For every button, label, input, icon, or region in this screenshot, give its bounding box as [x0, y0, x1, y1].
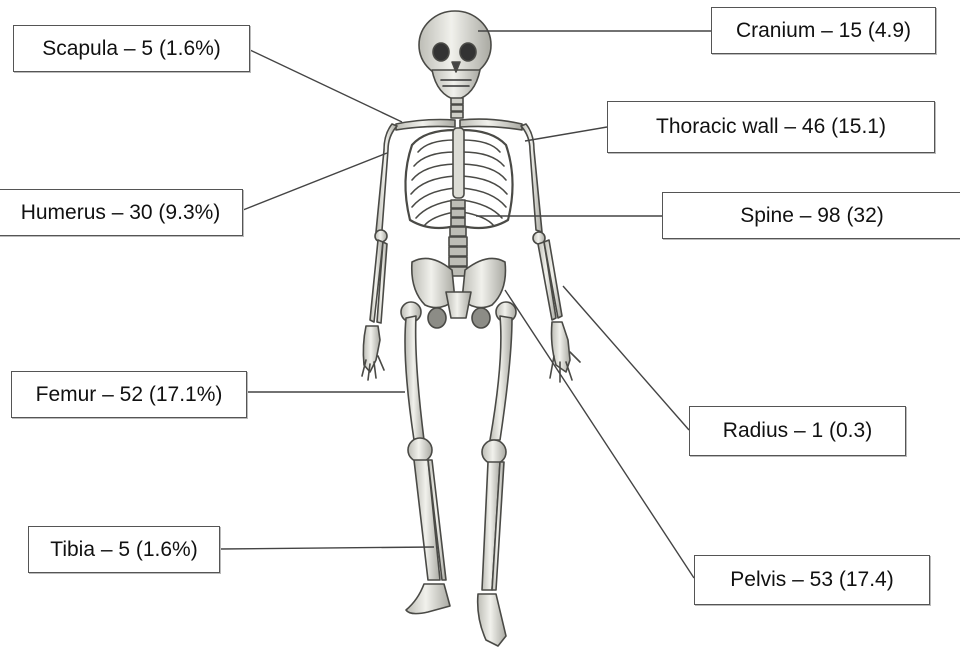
label-pelvis: Pelvis – 53 (17.4): [694, 555, 930, 605]
label-spine: Spine – 98 (32): [662, 192, 960, 239]
label-tibia: Tibia – 5 (1.6%): [28, 526, 220, 573]
leader-thoracic-wall: [525, 127, 607, 141]
label-femur: Femur – 52 (17.1%): [11, 371, 247, 418]
leader-humerus: [243, 153, 387, 210]
clavicle-right: [460, 119, 522, 130]
right-arm: [521, 124, 580, 382]
spine-column: [449, 200, 467, 276]
label-cranium: Cranium – 15 (4.9): [711, 7, 936, 54]
label-scapula: Scapula – 5 (1.6%): [13, 25, 250, 72]
leader-pelvis: [505, 290, 694, 578]
sternum: [453, 128, 464, 198]
label-humerus: Humerus – 30 (9.3%): [0, 189, 243, 236]
leader-tibia: [220, 547, 434, 549]
right-leg: [478, 302, 516, 646]
left-leg: [401, 302, 450, 614]
skeleton-figure: [362, 11, 580, 646]
skull: [419, 11, 491, 100]
label-thoracic-wall: Thoracic wall – 46 (15.1): [607, 101, 935, 153]
cervical-spine: [451, 98, 463, 118]
label-radius: Radius – 1 (0.3): [689, 406, 906, 456]
clavicle-left: [396, 120, 455, 131]
left-arm: [362, 124, 397, 380]
leader-scapula: [250, 50, 402, 122]
